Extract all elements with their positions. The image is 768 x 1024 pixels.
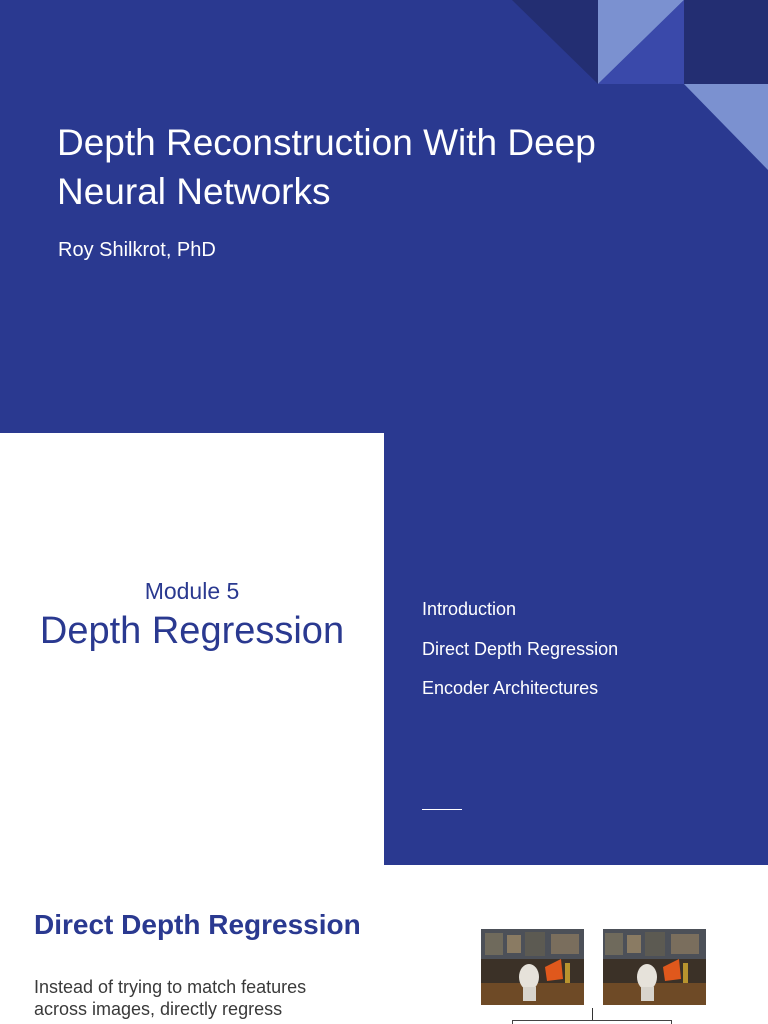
- dark-triangle-shape: [512, 0, 598, 84]
- slide-heading: Direct Depth Regression: [34, 909, 361, 940]
- diagram-box: [512, 1020, 672, 1024]
- agenda-divider: [422, 809, 462, 810]
- module-number: Module 5: [144, 578, 240, 604]
- stereo-right-image: [603, 929, 706, 1005]
- module-title: Depth Regression: [39, 610, 345, 652]
- stereo-left-image: [481, 929, 584, 1005]
- presentation-title: Depth Reconstruction With Deep Neural Ne…: [57, 122, 596, 212]
- mid-triangle-shape: [598, 0, 684, 84]
- dark-square-shape: [684, 0, 768, 84]
- slide-body-text: Instead of trying to match features acro…: [34, 977, 307, 1019]
- light-lower-triangle-shape: [684, 84, 768, 170]
- agenda-list: Introduction Direct Depth Regression Enc…: [422, 597, 618, 716]
- content-slide: Direct Depth Regression Instead of tryin…: [0, 865, 768, 1024]
- agenda-item-introduction: Introduction: [422, 599, 517, 619]
- agenda-item-direct-depth-regression: Direct Depth Regression: [422, 638, 619, 659]
- author-name: Roy Shilkrot, PhD: [58, 239, 216, 261]
- title-slide: Depth Reconstruction With Deep Neural Ne…: [0, 0, 768, 433]
- diagram-connector: [592, 1008, 593, 1021]
- agenda-item-encoder-architectures: Encoder Architectures: [422, 678, 599, 698]
- module-slide: Module 5 Depth Regression Introduction D…: [0, 433, 768, 865]
- corner-triangle-decoration: [512, 0, 768, 170]
- agenda-panel: Introduction Direct Depth Regression Enc…: [384, 433, 768, 865]
